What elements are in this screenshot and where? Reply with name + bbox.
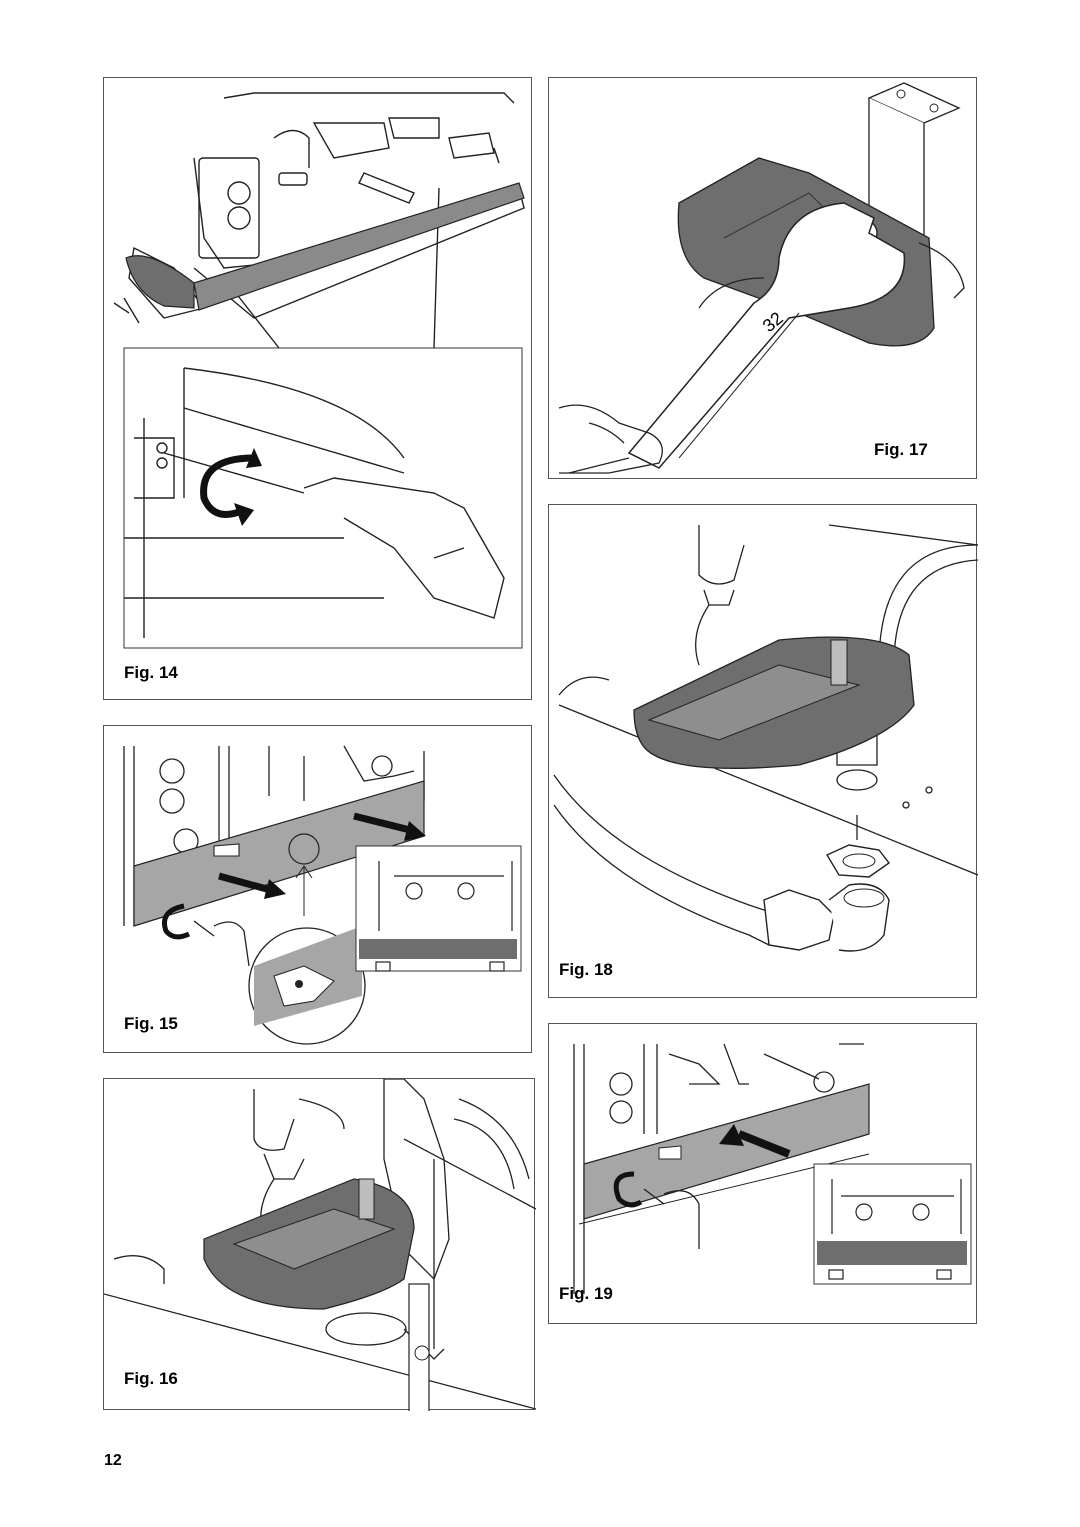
- figure-15-illustration: [123, 745, 522, 1045]
- figure-16-caption: Fig. 16: [124, 1369, 178, 1388]
- figure-14-caption: Fig. 14: [124, 663, 178, 682]
- figure-19-panel: Fig. 19: [548, 1023, 977, 1324]
- figure-19-caption: Fig. 19: [559, 1284, 613, 1303]
- figure-17-illustration: 32: [558, 82, 965, 474]
- figure-15-caption: Fig. 15: [124, 1014, 178, 1033]
- figure-14-illustration: [113, 92, 525, 649]
- page-number: 12: [104, 1452, 122, 1469]
- figure-18-illustration: [553, 524, 978, 952]
- figure-18-panel: Fig. 18: [548, 504, 978, 998]
- figure-15-panel: Fig. 15: [103, 725, 532, 1053]
- figure-19-illustration: [573, 1043, 972, 1294]
- figure-16-panel: Fig. 16: [103, 1078, 536, 1411]
- figure-14-panel: Fig. 14: [103, 77, 532, 700]
- figure-17-panel: 32 Fig. 17: [548, 77, 977, 479]
- figure-17-caption: Fig. 17: [874, 440, 928, 459]
- figure-16-illustration: [104, 1079, 536, 1411]
- figure-18-caption: Fig. 18: [559, 960, 613, 979]
